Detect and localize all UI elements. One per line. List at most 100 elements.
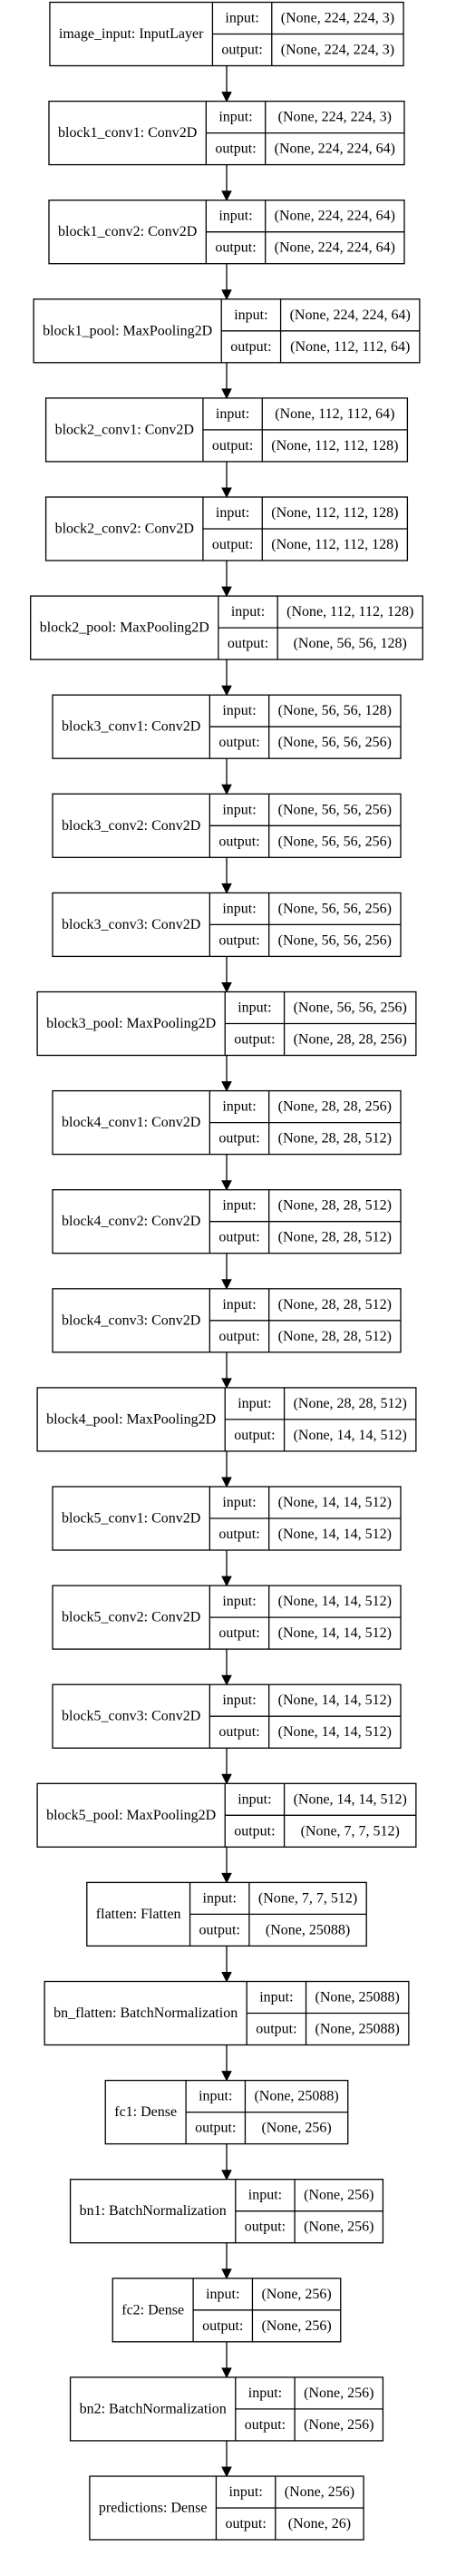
layer-node: bn2: BatchNormalizationinput:output:(Non… — [69, 2376, 384, 2442]
output-shape: (None, 224, 224, 64) — [275, 141, 395, 157]
edge-arrow — [221, 2242, 232, 2279]
layer-name: block4_conv2: Conv2D — [62, 1214, 200, 1229]
output-label: output: — [234, 1032, 275, 1048]
arrowhead-icon — [221, 92, 232, 102]
layer-name: block3_conv3: Conv2D — [62, 917, 200, 932]
output-label: output: — [228, 636, 268, 651]
output-label: output: — [218, 1625, 259, 1641]
input-shape: (None, 112, 112, 64) — [275, 406, 394, 422]
output-shape: (None, 25088) — [315, 2022, 400, 2037]
layer-name: block4_conv3: Conv2D — [62, 1312, 200, 1328]
layer-nodes: image_input: InputLayer input: output: (Non… — [30, 1, 423, 2541]
output-shape: (None, 28, 28, 256) — [294, 1032, 407, 1048]
arrowhead-icon — [221, 586, 232, 598]
input-label: input: — [238, 1396, 271, 1411]
input-label: input: — [225, 11, 258, 26]
input-label: input: — [222, 1198, 256, 1214]
layer-name: block4_conv1: Conv2D — [62, 1115, 200, 1130]
output-shape: (None, 14, 14, 512) — [278, 1625, 392, 1641]
arrowhead-icon — [221, 2466, 232, 2478]
arrowhead-icon — [221, 1872, 232, 1884]
output-label: output: — [199, 1922, 240, 1937]
input-label: input: — [206, 2287, 239, 2302]
output-label: output: — [218, 1329, 259, 1344]
layer-node: block4_conv3: Conv2Dinput:output:(None, … — [52, 1288, 402, 1353]
edge-arrow — [221, 1253, 232, 1290]
edge-arrow — [221, 2143, 232, 2181]
edge-arrow — [221, 1154, 232, 1191]
output-shape: (None, 56, 56, 128) — [294, 636, 407, 651]
edge-arrow — [221, 956, 232, 993]
input-shape: (None, 28, 28, 512) — [278, 1297, 392, 1312]
input-shape: (None, 28, 28, 256) — [278, 1099, 392, 1115]
input-label: input: — [238, 1000, 271, 1016]
layer-node: block4_pool: MaxPooling2Dinput:output:(N… — [36, 1387, 417, 1452]
layer-name: block2_conv2: Conv2D — [55, 522, 194, 537]
arrowhead-icon — [221, 2170, 232, 2181]
output-shape: (None, 14, 14, 512) — [294, 1428, 407, 1443]
input-label: input: — [231, 604, 265, 620]
input-shape: (None, 14, 14, 512) — [294, 1791, 407, 1807]
edge-arrow — [221, 1748, 232, 1785]
output-shape: (None, 7, 7, 512) — [301, 1823, 400, 1839]
input-shape: (None, 25088) — [315, 1990, 400, 2005]
output-label: output: — [218, 834, 259, 849]
output-shape: (None, 112, 112, 128) — [271, 438, 398, 454]
layer-name: block3_pool: MaxPooling2D — [46, 1016, 216, 1031]
output-label: output: — [218, 1527, 259, 1542]
output-label: output: — [245, 2417, 286, 2433]
layer-node: image_input: InputLayerinput:output:(Non… — [49, 1, 404, 67]
input-shape: (None, 112, 112, 128) — [286, 604, 413, 620]
arrowhead-icon — [221, 190, 232, 201]
edge-arrow — [221, 2044, 232, 2082]
output-shape: (None, 25088) — [266, 1922, 350, 1937]
input-shape: (None, 25088) — [254, 2089, 338, 2104]
input-label: input: — [218, 110, 252, 125]
input-label: input: — [234, 307, 267, 323]
output-label: output: — [234, 1823, 275, 1839]
arrowhead-icon — [221, 2269, 232, 2279]
output-shape: (None, 56, 56, 256) — [278, 834, 392, 849]
output-shape: (None, 112, 112, 128) — [271, 537, 398, 552]
edge-arrow — [221, 1847, 232, 1884]
input-shape: (None, 112, 112, 128) — [271, 505, 398, 521]
layer-name: block1_pool: MaxPooling2D — [43, 323, 212, 338]
arrowhead-icon — [221, 784, 232, 795]
layer-name: flatten: Flatten — [96, 1907, 181, 1922]
output-label: output: — [195, 2121, 236, 2136]
input-shape: (None, 7, 7, 512) — [258, 1890, 357, 1906]
layer-name: bn2: BatchNormalization — [80, 2401, 227, 2416]
layer-name: block2_conv1: Conv2D — [55, 422, 194, 437]
input-label: input: — [216, 406, 249, 422]
layer-node: block3_conv1: Conv2Dinput:output:(None, … — [52, 694, 402, 759]
input-label: input: — [248, 2386, 282, 2401]
layer-name: bn1: BatchNormalization — [80, 2203, 227, 2219]
input-shape: (None, 256) — [285, 2484, 354, 2500]
layer-name: block2_pool: MaxPooling2D — [40, 620, 209, 636]
arrowhead-icon — [221, 1279, 232, 1290]
input-label: input: — [222, 703, 256, 718]
layer-name: block3_conv2: Conv2D — [62, 818, 200, 834]
edge-arrow — [221, 461, 232, 499]
input-shape: (None, 28, 28, 512) — [294, 1396, 407, 1411]
output-label: output: — [245, 2220, 286, 2235]
layer-name: image_input: InputLayer — [59, 26, 204, 42]
layer-name: block5_pool: MaxPooling2D — [46, 1808, 216, 1823]
edge-arrow — [221, 362, 232, 400]
input-shape: (None, 56, 56, 256) — [278, 901, 392, 916]
layer-node: block4_conv1: Conv2Dinput:output:(None, … — [52, 1089, 402, 1156]
output-label: output: — [234, 1428, 275, 1443]
arrowhead-icon — [221, 1180, 232, 1191]
layer-node: block3_conv3: Conv2Dinput:output:(None, … — [52, 892, 402, 958]
layer-name: fc2: Dense — [121, 2302, 184, 2317]
layer-node: block2_conv1: Conv2Dinput:output:(None, … — [44, 397, 409, 463]
input-label: input: — [222, 1693, 256, 1708]
edge-arrow — [221, 758, 232, 795]
input-label: input: — [248, 2188, 282, 2203]
edge-arrow — [221, 164, 232, 201]
input-shape: (None, 224, 224, 64) — [275, 209, 395, 224]
